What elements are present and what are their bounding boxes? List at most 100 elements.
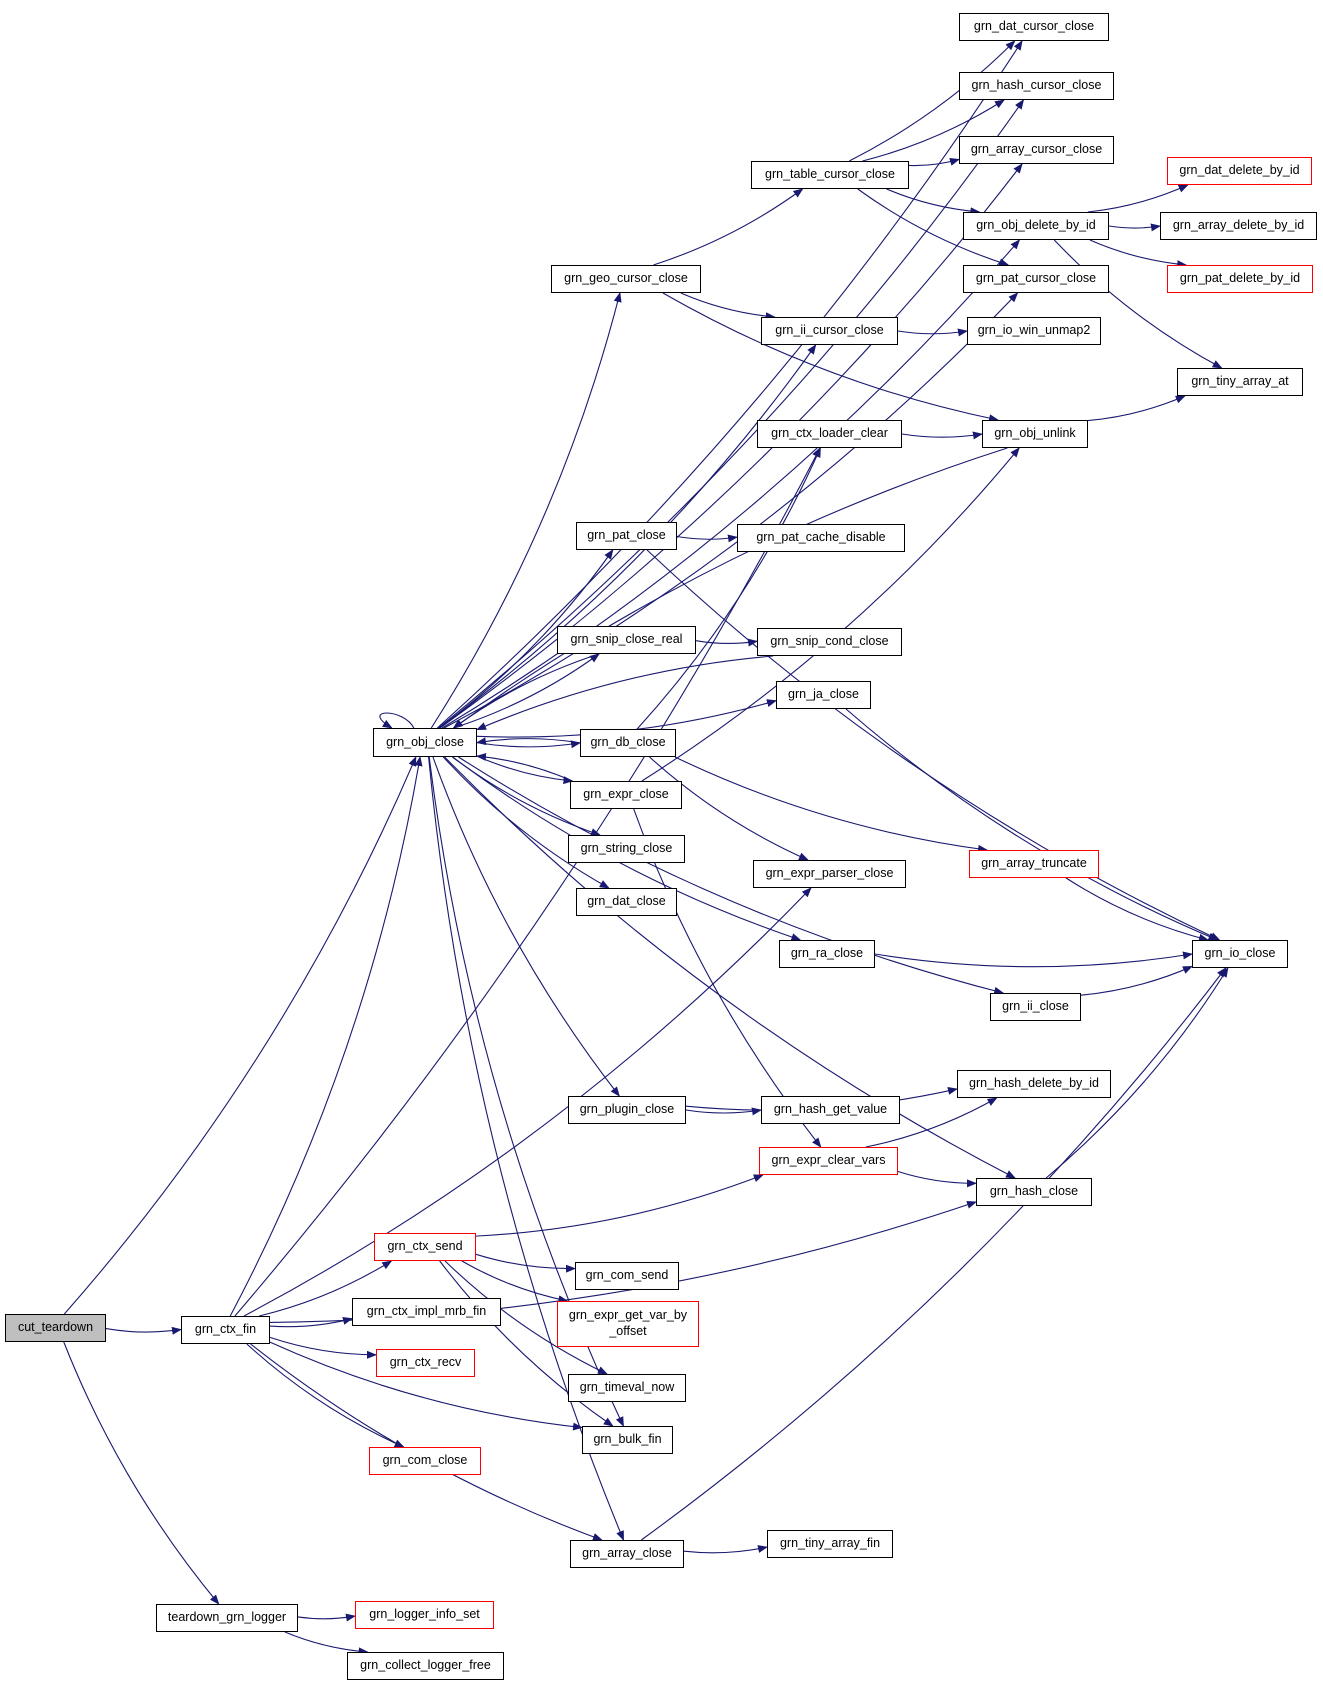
node-grn-com-close[interactable]: grn_com_close bbox=[369, 1447, 481, 1475]
edge-grn-ctx-fin-to-grn-ctx-send bbox=[259, 1260, 393, 1317]
node-grn-obj-close[interactable]: grn_obj_close bbox=[373, 728, 477, 757]
edge-grn-ctx-send-to-grn-expr-get-var-by-offset bbox=[461, 1260, 569, 1304]
edge-grn-ctx-fin-to-grn-bulk-fin bbox=[269, 1341, 583, 1431]
edge-grn-ra-close-to-grn-io-close bbox=[874, 951, 1193, 968]
edge-grn-obj-close-to-grn-snip-close-real bbox=[453, 653, 600, 729]
edge-grn-obj-close-to-grn-pat-cursor-close bbox=[443, 292, 1019, 729]
edge-cut-teardown-to-teardown-grn-logger bbox=[63, 1341, 220, 1605]
edge-grn-table-cursor-close-to-grn-dat-cursor-close bbox=[849, 40, 1016, 162]
node-grn-array-truncate[interactable]: grn_array_truncate bbox=[969, 850, 1099, 878]
edge-grn-obj-close-to-grn-hash-close bbox=[444, 756, 1016, 1179]
edge-grn-plugin-close-to-grn-hash-get-value bbox=[685, 1107, 762, 1116]
node-grn-array-cursor-close[interactable]: grn_array_cursor_close bbox=[959, 136, 1114, 164]
node-grn-array-close[interactable]: grn_array_close bbox=[570, 1540, 684, 1568]
edge-grn-ctx-send-to-grn-timeval-now bbox=[444, 1260, 608, 1375]
node-grn-tiny-array-at[interactable]: grn_tiny_array_at bbox=[1177, 368, 1303, 396]
edge-grn-db-close-to-grn-ctx-loader-clear bbox=[636, 447, 821, 730]
node-grn-db-close[interactable]: grn_db_close bbox=[580, 729, 676, 757]
node-grn-ctx-impl-mrb-fin[interactable]: grn_ctx_impl_mrb_fin bbox=[352, 1298, 501, 1326]
edge-grn-pat-close-to-grn-pat-cache-disable bbox=[676, 534, 738, 543]
node-grn-dat-close[interactable]: grn_dat_close bbox=[576, 888, 677, 916]
node-grn-ctx-recv[interactable]: grn_ctx_recv bbox=[376, 1349, 475, 1377]
node-grn-collect-logger-free[interactable]: grn_collect_logger_free bbox=[347, 1652, 504, 1680]
node-grn-array-delete-by-id[interactable]: grn_array_delete_by_id bbox=[1160, 212, 1317, 240]
edge-grn-ctx-fin-to-grn-expr-parser-close bbox=[243, 887, 812, 1317]
node-grn-expr-close[interactable]: grn_expr_close bbox=[570, 781, 682, 809]
edge-grn-hash-close-to-grn-io-close bbox=[1045, 967, 1229, 1179]
node-grn-dat-cursor-close[interactable]: grn_dat_cursor_close bbox=[959, 13, 1109, 41]
node-grn-ja-close[interactable]: grn_ja_close bbox=[776, 681, 871, 709]
edge-grn-snip-close-real-to-grn-snip-cond-close bbox=[695, 638, 758, 647]
node-grn-tiny-array-fin[interactable]: grn_tiny_array_fin bbox=[767, 1530, 893, 1558]
edge-grn-ctx-send-to-grn-bulk-fin bbox=[439, 1260, 614, 1427]
node-grn-plugin-close[interactable]: grn_plugin_close bbox=[568, 1096, 686, 1124]
edge-grn-snip-close-real-to-grn-obj-close bbox=[452, 653, 600, 729]
edge-grn-obj-delete-by-id-to-grn-tiny-array-at bbox=[1053, 239, 1223, 369]
edge-grn-obj-close-to-grn-plugin-close bbox=[432, 756, 620, 1097]
node-grn-bulk-fin[interactable]: grn_bulk_fin bbox=[582, 1426, 673, 1454]
edge-grn-obj-close-to-grn-dat-close bbox=[442, 756, 610, 889]
edge-grn-snip-cond-close-to-grn-obj-close bbox=[476, 655, 774, 731]
edge-teardown-grn-logger-to-grn-collect-logger-free bbox=[284, 1631, 369, 1656]
node-grn-pat-cursor-close[interactable]: grn_pat_cursor_close bbox=[963, 265, 1109, 293]
edge-grn-array-close-to-grn-tiny-array-fin bbox=[683, 1545, 768, 1554]
node-grn-ii-close[interactable]: grn_ii_close bbox=[990, 993, 1081, 1021]
node-grn-hash-get-value[interactable]: grn_hash_get_value bbox=[761, 1096, 900, 1124]
node-grn-obj-unlink[interactable]: grn_obj_unlink bbox=[982, 420, 1088, 448]
node-grn-hash-close[interactable]: grn_hash_close bbox=[976, 1178, 1092, 1206]
edge-grn-obj-close-to-grn-db-close bbox=[476, 740, 581, 749]
node-grn-dat-delete-by-id[interactable]: grn_dat_delete_by_id bbox=[1167, 157, 1312, 185]
edge-grn-geo-cursor-close-to-grn-ii-cursor-close bbox=[680, 292, 776, 321]
edge-grn-ii-close-to-grn-io-close bbox=[1080, 965, 1193, 996]
edge-grn-geo-cursor-close-to-grn-table-cursor-close bbox=[653, 188, 804, 266]
node-cut-teardown[interactable]: cut_teardown bbox=[5, 1314, 106, 1342]
node-grn-obj-delete-by-id[interactable]: grn_obj_delete_by_id bbox=[963, 212, 1109, 240]
node-grn-expr-get-var-by-offset[interactable]: grn_expr_get_var_by _offset bbox=[557, 1301, 699, 1347]
node-grn-geo-cursor-close[interactable]: grn_geo_cursor_close bbox=[551, 265, 701, 293]
node-grn-ctx-loader-clear[interactable]: grn_ctx_loader_clear bbox=[757, 420, 902, 448]
edge-grn-obj-close-to-grn-array-close bbox=[428, 756, 625, 1541]
edge-grn-obj-close-to-grn-ii-close bbox=[458, 756, 1005, 995]
node-grn-ii-cursor-close[interactable]: grn_ii_cursor_close bbox=[761, 317, 898, 345]
node-grn-ra-close[interactable]: grn_ra_close bbox=[779, 940, 875, 968]
edge-grn-obj-close-to-grn-pat-close bbox=[438, 549, 614, 729]
edge-grn-obj-close-to-grn-hash-cursor-close bbox=[438, 99, 1025, 729]
edge-grn-ctx-send-to-grn-com-send bbox=[475, 1253, 576, 1273]
edge-grn-table-cursor-close-to-grn-pat-cursor-close bbox=[857, 188, 1010, 267]
edge-cut-teardown-to-grn-ctx-fin bbox=[105, 1326, 182, 1335]
node-grn-snip-cond-close[interactable]: grn_snip_cond_close bbox=[757, 628, 902, 656]
node-grn-com-send[interactable]: grn_com_send bbox=[575, 1262, 679, 1290]
edge-grn-obj-unlink-to-grn-obj-close bbox=[452, 447, 1008, 729]
edge-grn-obj-delete-by-id-to-grn-array-delete-by-id bbox=[1108, 223, 1161, 232]
node-grn-pat-cache-disable[interactable]: grn_pat_cache_disable bbox=[737, 524, 905, 552]
edge-grn-obj-close-to-grn-geo-cursor-close bbox=[430, 292, 622, 729]
edge-grn-expr-clear-vars-to-grn-hash-close bbox=[897, 1170, 977, 1188]
node-grn-expr-parser-close[interactable]: grn_expr_parser_close bbox=[753, 860, 906, 888]
edge-grn-geo-cursor-close-to-grn-obj-unlink bbox=[662, 292, 1000, 423]
node-grn-ctx-send[interactable]: grn_ctx_send bbox=[374, 1233, 476, 1261]
node-grn-table-cursor-close[interactable]: grn_table_cursor_close bbox=[751, 161, 909, 189]
node-grn-io-win-unmap2[interactable]: grn_io_win_unmap2 bbox=[967, 317, 1101, 345]
node-grn-timeval-now[interactable]: grn_timeval_now bbox=[568, 1374, 686, 1402]
edge-grn-ctx-fin-to-grn-obj-close bbox=[229, 756, 423, 1317]
edge-grn-expr-close-to-grn-obj-unlink bbox=[641, 447, 1020, 782]
edge-grn-obj-unlink-to-grn-tiny-array-at bbox=[1087, 395, 1186, 422]
node-grn-snip-close-real[interactable]: grn_snip_close_real bbox=[557, 626, 696, 654]
edge-grn-db-close-to-grn-obj-close bbox=[476, 737, 581, 746]
edge-grn-array-close-to-grn-io-close bbox=[640, 967, 1227, 1541]
node-grn-hash-delete-by-id[interactable]: grn_hash_delete_by_id bbox=[957, 1070, 1111, 1098]
edge-grn-ctx-fin-to-grn-ctx-recv bbox=[269, 1336, 377, 1359]
edge-grn-ctx-fin-to-grn-com-close bbox=[246, 1343, 405, 1448]
node-grn-ctx-fin[interactable]: grn_ctx_fin bbox=[181, 1316, 270, 1344]
edge-grn-ja-close-to-grn-io-close bbox=[845, 708, 1219, 941]
node-grn-pat-close[interactable]: grn_pat_close bbox=[576, 522, 677, 550]
edge-grn-ctx-loader-clear-to-grn-obj-unlink bbox=[901, 431, 983, 440]
node-grn-string-close[interactable]: grn_string_close bbox=[568, 835, 685, 863]
node-teardown-grn-logger[interactable]: teardown_grn_logger bbox=[156, 1604, 298, 1632]
node-grn-hash-cursor-close[interactable]: grn_hash_cursor_close bbox=[959, 72, 1114, 100]
edge-grn-obj-close-to-grn-dat-cursor-close bbox=[436, 40, 1023, 729]
node-grn-pat-delete-by-id[interactable]: grn_pat_delete_by_id bbox=[1167, 265, 1313, 293]
node-grn-expr-clear-vars[interactable]: grn_expr_clear_vars bbox=[759, 1147, 898, 1175]
node-grn-io-close[interactable]: grn_io_close bbox=[1192, 940, 1288, 968]
node-grn-logger-info-set[interactable]: grn_logger_info_set bbox=[355, 1601, 494, 1629]
